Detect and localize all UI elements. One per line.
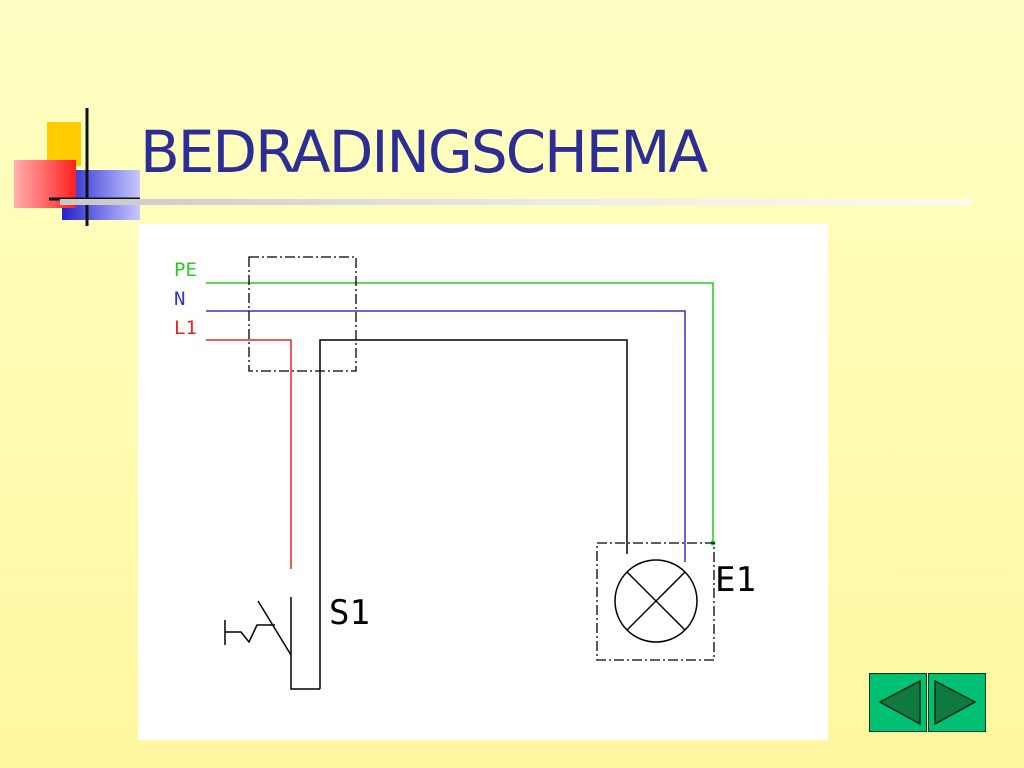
slide-logo-decoration — [14, 108, 140, 226]
n-wire — [206, 310, 686, 562]
junction-box — [248, 256, 357, 372]
title-divider — [60, 199, 972, 205]
wiring-diagram: PE N L1 S1 — [138, 224, 828, 740]
l1-wire — [206, 339, 292, 569]
next-slide-button[interactable] — [928, 673, 986, 732]
slide-title: BEDRADINGSCHEMA — [140, 118, 708, 186]
triangle-left-icon — [878, 679, 921, 726]
pe-wire — [206, 282, 714, 543]
triangle-right-icon — [934, 679, 977, 726]
lamp-enclosure — [596, 542, 715, 661]
switch-s1-symbol — [224, 597, 320, 690]
pe-label: PE — [174, 259, 197, 281]
lamp-label: E1 — [715, 560, 756, 600]
switched-wire — [319, 339, 628, 689]
lamp-e1-symbol — [614, 559, 698, 643]
slide-navigation — [869, 673, 988, 734]
previous-slide-button[interactable] — [869, 673, 927, 732]
l1-label: L1 — [174, 317, 197, 339]
switch-label: S1 — [329, 593, 370, 633]
wiring-diagram-canvas: PE N L1 S1 — [174, 256, 756, 690]
n-label: N — [174, 288, 185, 310]
